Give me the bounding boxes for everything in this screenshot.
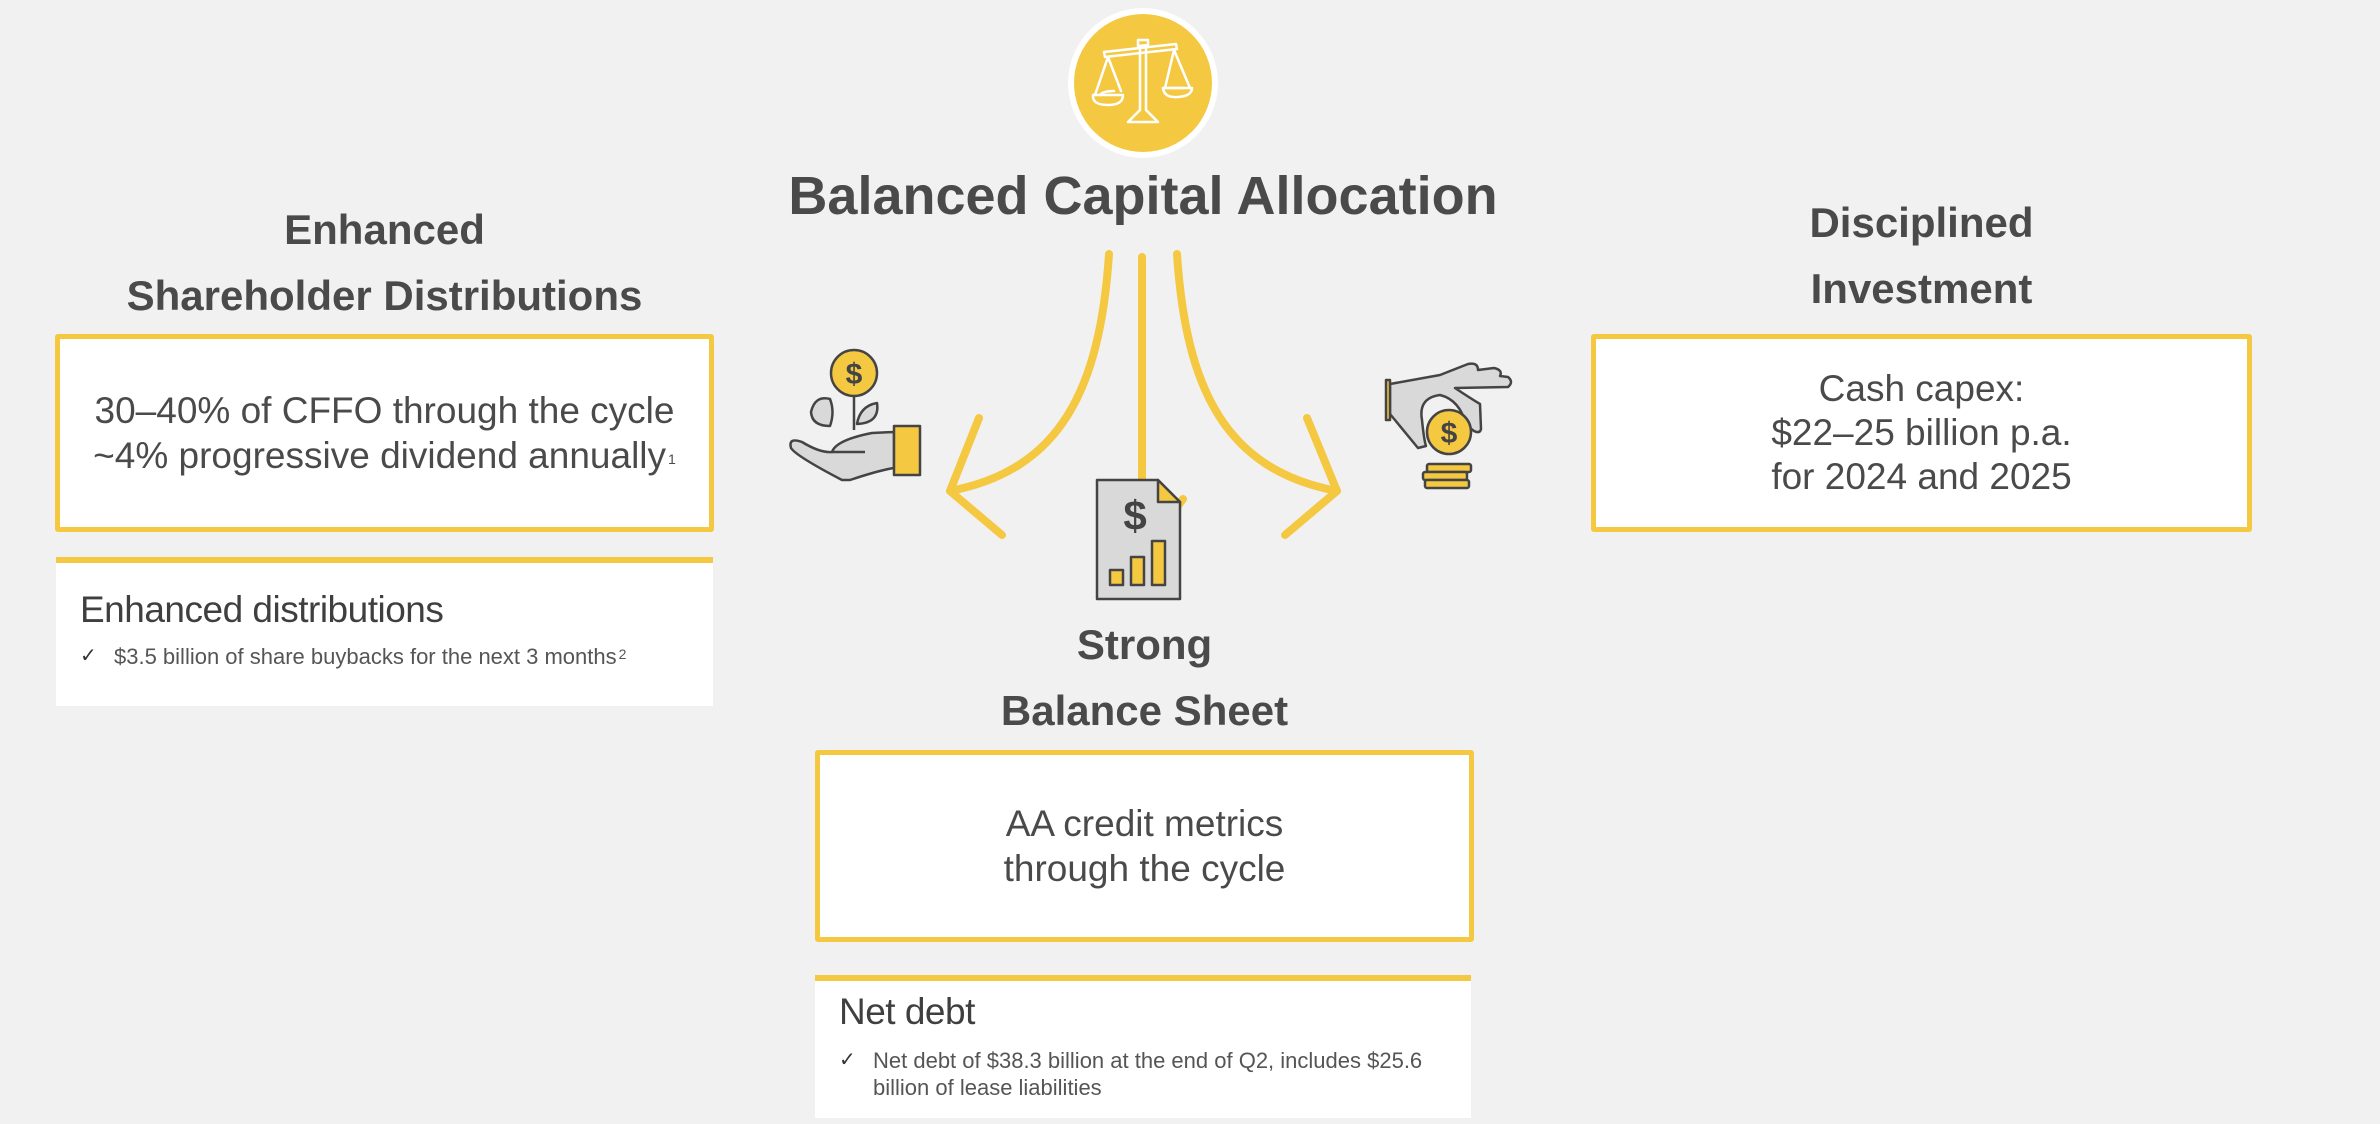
footnote-marker: 1 — [668, 451, 676, 467]
left-title-line-2: Shareholder Distributions — [126, 272, 643, 319]
list-item-text: Net debt of $38.3 billion at the end of … — [873, 1048, 1423, 1100]
panel-title: Net debt — [839, 991, 975, 1032]
shareholder-distributions-box: 30–40% of CFFO through the cycle ~4% pro… — [55, 334, 714, 532]
hand-placing-coin-icon: $ — [1384, 362, 1513, 490]
box-line-1: Cash capex: — [1818, 368, 2025, 409]
svg-text:$: $ — [1123, 492, 1146, 539]
arrow-right — [1173, 250, 1341, 495]
net-debt-panel: Net debt ✓ Net debt of $38.3 billion at … — [815, 975, 1471, 1118]
right-title-line-1: Disciplined — [1809, 199, 2034, 246]
box-line-2-text: ~4% progressive dividend annually — [93, 435, 667, 476]
center-title-line-1: Strong — [1076, 621, 1213, 668]
checkmark-icon: ✓ — [839, 1049, 856, 1071]
scales-of-justice-icon — [1068, 8, 1218, 158]
box-line-2: through the cycle — [1003, 848, 1286, 889]
box-line-1: 30–40% of CFFO through the cycle — [94, 390, 675, 431]
right-title-line-2: Investment — [1810, 265, 2033, 312]
list-item: ✓ Net debt of $38.3 billion at the end o… — [839, 1047, 1447, 1101]
checkmark-icon: ✓ — [80, 645, 97, 667]
center-column-title: Strong Balance Sheet — [815, 612, 1474, 744]
arrow-left — [946, 250, 1113, 495]
svg-text:$: $ — [1441, 417, 1458, 450]
left-column-title: Enhanced Shareholder Distributions — [55, 197, 714, 329]
center-title-line-2: Balance Sheet — [1000, 687, 1289, 734]
box-line-2: $22–25 billion p.a. — [1771, 412, 2072, 453]
box-line-3: for 2024 and 2025 — [1771, 456, 2072, 497]
enhanced-distributions-panel: Enhanced distributions ✓ $3.5 billion of… — [56, 557, 713, 706]
right-column-title: Disciplined Investment — [1591, 190, 2252, 322]
balance-sheet-box: AA credit metrics through the cycle — [815, 750, 1474, 942]
hand-with-money-plant-icon: $ — [789, 348, 922, 482]
footnote-marker: 2 — [618, 646, 627, 662]
financial-report-document-icon: $ — [1095, 478, 1182, 601]
list-item-text: $3.5 billion of share buybacks for the n… — [114, 643, 626, 670]
main-title: Balanced Capital Allocation — [788, 166, 1498, 226]
disciplined-investment-box: Cash capex: $22–25 billion p.a. for 2024… — [1591, 334, 2252, 532]
panel-title: Enhanced distributions — [80, 589, 444, 630]
item-text: $3.5 billion of share buybacks for the n… — [114, 644, 617, 669]
box-line-1: AA credit metrics — [1005, 803, 1284, 844]
left-title-line-1: Enhanced — [284, 206, 485, 253]
list-item: ✓ $3.5 billion of share buybacks for the… — [80, 643, 689, 670]
svg-text:$: $ — [846, 358, 863, 391]
